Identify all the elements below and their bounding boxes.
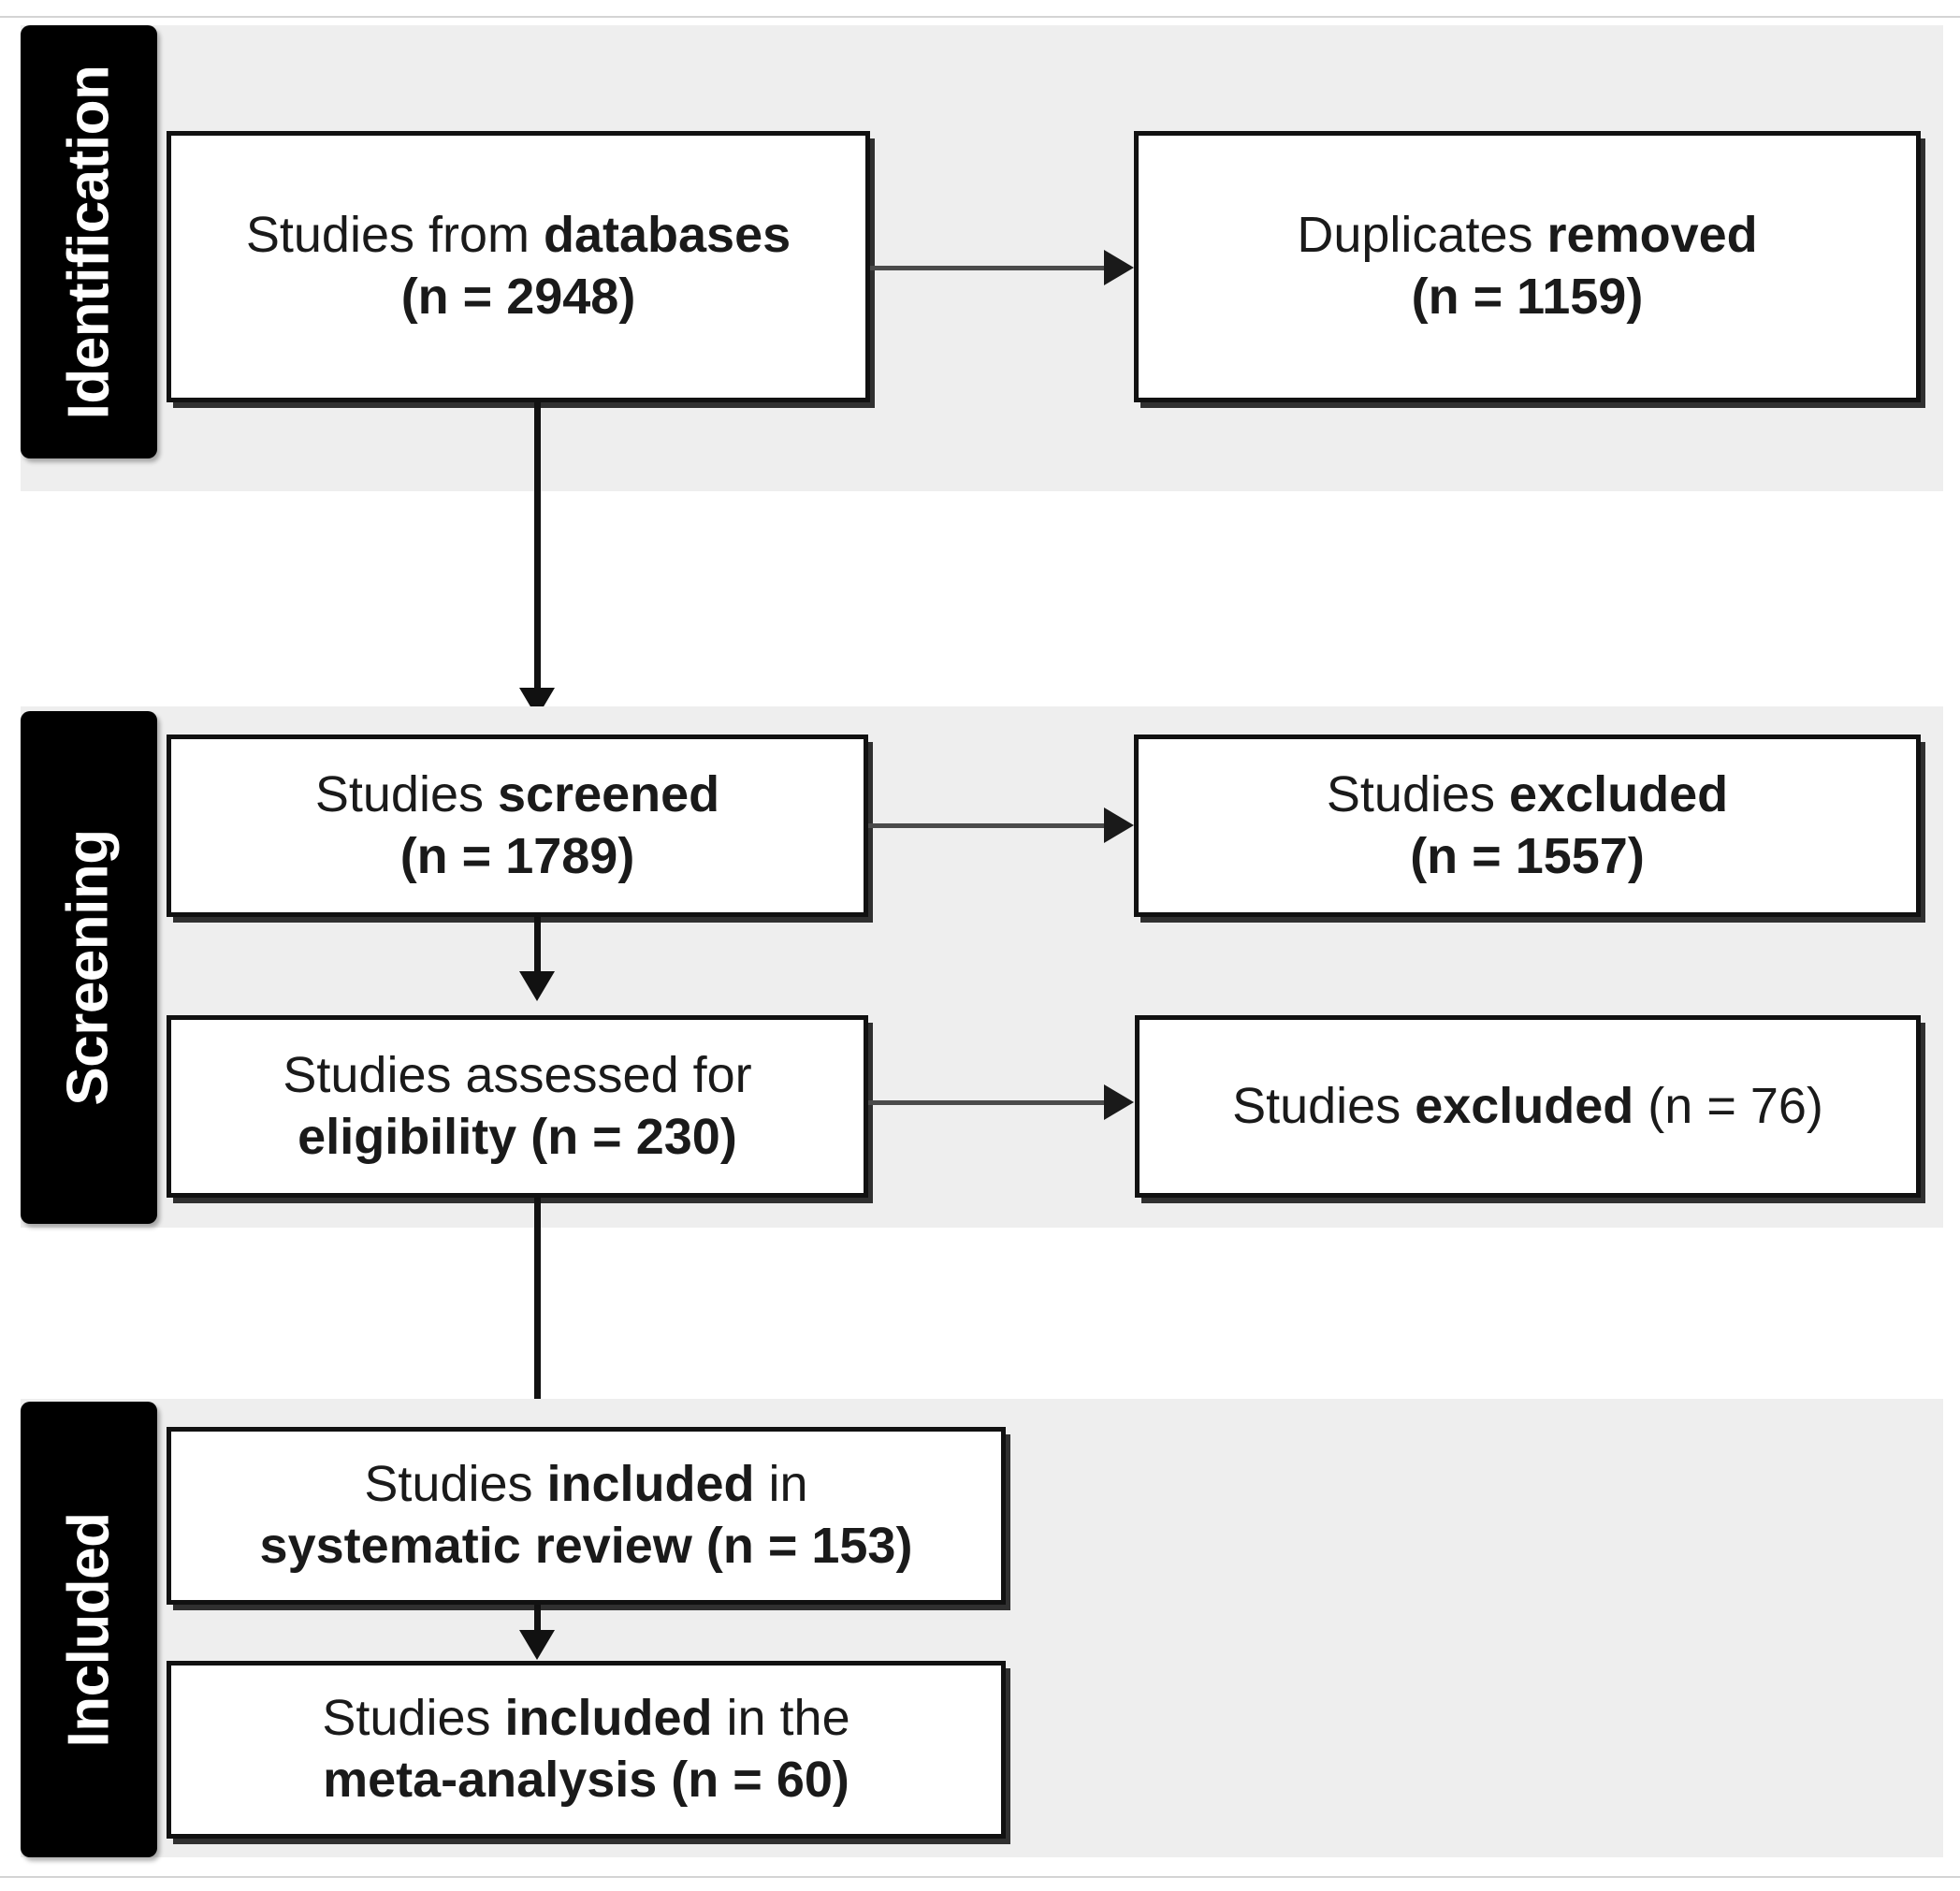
databases-bold: databases xyxy=(543,207,791,264)
excluded-eligibility-tail: (n = 76) xyxy=(1633,1077,1823,1134)
excluded-eligibility-lead: Studies xyxy=(1232,1077,1416,1134)
meta-analysis-bold: included xyxy=(504,1690,713,1747)
connector-eligibility-to-excluded xyxy=(868,1100,1106,1105)
screened-count: (n = 1789) xyxy=(399,827,635,884)
eligibility-line1: Studies assessed for xyxy=(283,1046,752,1103)
screened-bold: screened xyxy=(497,765,720,822)
box-studies-excluded-screening-text: Studies excluded (n = 1557) xyxy=(1327,764,1728,888)
databases-count: (n = 2948) xyxy=(400,269,636,325)
meta-analysis-bold2: meta-analysis (n = 60) xyxy=(323,1752,849,1808)
box-included-systematic-review-text: Studies included in systematic review (n… xyxy=(260,1454,913,1578)
duplicates-lead: Duplicates xyxy=(1297,207,1547,264)
box-studies-from-databases: Studies from databases (n = 2948) xyxy=(167,131,870,402)
systematic-review-lead: Studies xyxy=(364,1456,547,1513)
connector-screened-to-excluded xyxy=(868,823,1106,828)
box-duplicates-removed-text: Duplicates removed (n = 1159) xyxy=(1297,205,1757,328)
systematic-review-tail: in xyxy=(754,1456,808,1513)
arrowhead-systematic-review-to-meta-analysis xyxy=(519,1630,555,1660)
excluded-eligibility-bold: excluded xyxy=(1415,1077,1634,1134)
connector-systematic-review-to-meta-analysis xyxy=(534,1605,541,1637)
box-studies-screened: Studies screened (n = 1789) xyxy=(167,735,868,917)
box-included-meta-analysis-text: Studies included in the meta-analysis (n… xyxy=(322,1688,849,1811)
bottom-divider xyxy=(0,1876,1960,1878)
meta-analysis-tail: in the xyxy=(712,1690,850,1747)
connector-databases-to-duplicates xyxy=(870,266,1106,270)
box-studies-assessed-eligibility-text: Studies assessed for eligibility (n = 23… xyxy=(283,1045,751,1169)
arrowhead-screened-to-excluded xyxy=(1104,807,1134,843)
duplicates-count: (n = 1159) xyxy=(1411,269,1644,325)
excluded-screening-count: (n = 1557) xyxy=(1410,827,1645,884)
stage-bar-identification: Identification xyxy=(21,25,157,458)
duplicates-bold: removed xyxy=(1546,207,1758,264)
systematic-review-bold: included xyxy=(546,1456,755,1513)
excluded-screening-lead: Studies xyxy=(1326,765,1510,822)
connector-eligibility-to-systematic-review xyxy=(534,1198,541,1430)
connector-databases-to-screened xyxy=(534,402,541,700)
stage-bar-included: Included xyxy=(21,1402,157,1857)
box-studies-excluded-eligibility: Studies excluded (n = 76) xyxy=(1135,1015,1921,1198)
arrowhead-databases-to-duplicates xyxy=(1104,250,1134,285)
connector-screened-to-eligibility xyxy=(534,917,541,978)
databases-lead: Studies from xyxy=(245,207,544,264)
stage-label-screening: Screening xyxy=(56,829,121,1106)
box-studies-screened-text: Studies screened (n = 1789) xyxy=(315,764,719,888)
box-duplicates-removed: Duplicates removed (n = 1159) xyxy=(1134,131,1921,402)
screened-lead: Studies xyxy=(314,765,498,822)
box-studies-assessed-eligibility: Studies assessed for eligibility (n = 23… xyxy=(167,1015,868,1198)
stage-bar-screening: Screening xyxy=(21,711,157,1224)
box-studies-from-databases-text: Studies from databases (n = 2948) xyxy=(246,205,791,328)
meta-analysis-lead: Studies xyxy=(322,1690,505,1747)
eligibility-bold: eligibility (n = 230) xyxy=(298,1108,737,1165)
box-included-meta-analysis: Studies included in the meta-analysis (n… xyxy=(167,1661,1006,1839)
stage-label-identification: Identification xyxy=(56,65,121,419)
arrowhead-eligibility-to-excluded xyxy=(1104,1084,1134,1120)
box-included-systematic-review: Studies included in systematic review (n… xyxy=(167,1427,1006,1605)
top-divider xyxy=(0,16,1960,18)
box-studies-excluded-screening: Studies excluded (n = 1557) xyxy=(1134,735,1921,917)
systematic-review-bold2: systematic review (n = 153) xyxy=(259,1518,913,1574)
arrowhead-screened-to-eligibility xyxy=(519,971,555,1001)
excluded-screening-bold: excluded xyxy=(1509,765,1729,822)
stage-label-included: Included xyxy=(56,1512,121,1747)
box-studies-excluded-eligibility-text: Studies excluded (n = 76) xyxy=(1232,1076,1823,1138)
